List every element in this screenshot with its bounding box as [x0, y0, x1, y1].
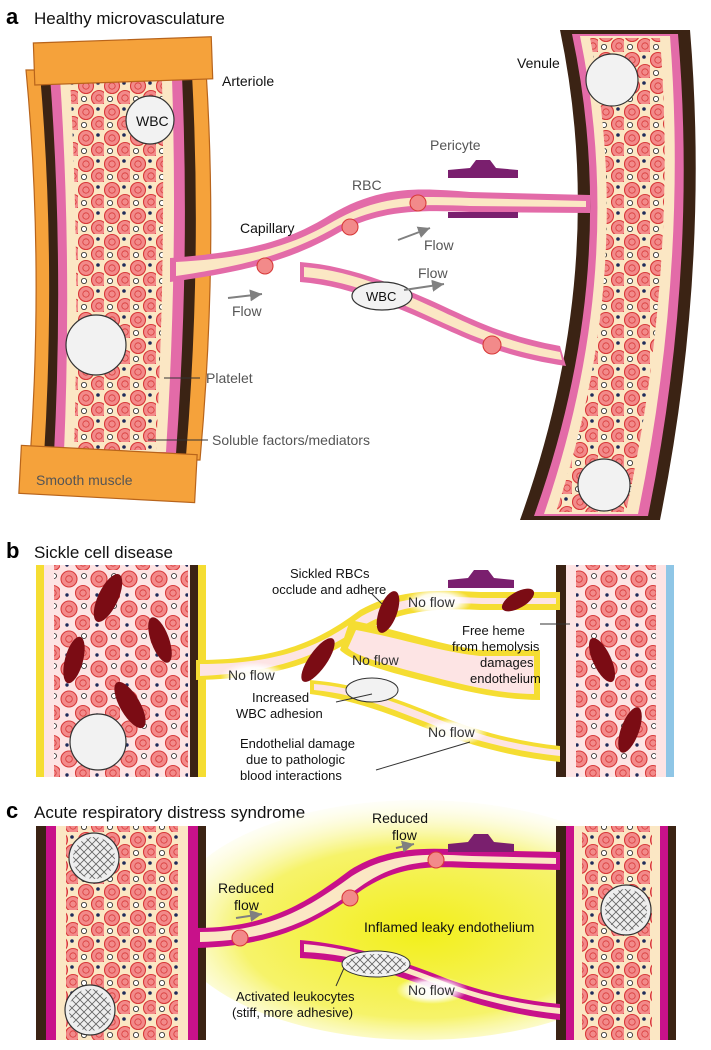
label-activated-leukocytes: Activated leukocytes — [236, 989, 355, 1004]
capillary-network — [170, 160, 590, 366]
label-wbc-adhesion: WBC adhesion — [236, 706, 323, 721]
label-no-flow-mid: No flow — [352, 652, 400, 668]
label-no-flow-top: No flow — [408, 594, 456, 610]
panel-a: a Healthy microvasculature — [6, 4, 696, 520]
label-venule: Venule — [517, 55, 560, 71]
label-reduced-left-flow: flow — [234, 897, 260, 913]
label-wbc-arteriole: WBC — [136, 113, 169, 129]
panel-b-title: Sickle cell disease — [34, 543, 173, 562]
panel-b: b Sickle cell disease — [6, 538, 674, 783]
wbc-cell — [351, 281, 413, 311]
label-blood-interactions: blood interactions — [240, 768, 342, 783]
wbc-cell — [577, 458, 631, 512]
panel-c-title: Acute respiratory distress syndrome — [34, 803, 305, 822]
label-wbc-capillary: WBC — [366, 289, 396, 304]
venule-vessel — [520, 30, 696, 520]
label-sickled-occlude: occlude and adhere — [272, 582, 386, 597]
label-smooth-muscle: Smooth muscle — [36, 472, 133, 488]
label-reduced-top-flow: flow — [392, 827, 418, 843]
arteriole-vessel — [18, 36, 214, 504]
ards-capillaries — [196, 834, 560, 1020]
panel-c: c Acute respiratory distress syndrome — [6, 798, 676, 1040]
label-no-flow-bottom: No flow — [428, 724, 476, 740]
label-free-heme-damages: damages — [480, 655, 534, 670]
label-platelet: Platelet — [206, 370, 253, 386]
sickle-capillaries — [196, 570, 560, 762]
label-flow-upper: Flow — [424, 237, 454, 253]
label-free-heme-hemolysis: from hemolysis — [452, 639, 540, 654]
label-rbc: RBC — [352, 177, 382, 193]
ards-left-vessel — [36, 826, 206, 1040]
label-flow-lower: Flow — [232, 303, 262, 319]
label-pericyte: Pericyte — [430, 137, 481, 153]
label-flow-mid: Flow — [418, 265, 448, 281]
pericyte-shape — [448, 160, 518, 178]
sickle-left-vessel — [36, 565, 206, 777]
label-stiff-adhesive: (stiff, more adhesive) — [232, 1005, 353, 1020]
wbc-cell — [65, 314, 127, 376]
label-sickled-rbcs: Sickled RBCs — [290, 566, 370, 581]
panel-b-letter: b — [6, 538, 19, 563]
label-free-heme-endothelium: endothelium — [470, 671, 541, 686]
label-inflamed-endothelium: Inflamed leaky endothelium — [364, 919, 534, 935]
label-no-flow-left: No flow — [228, 667, 276, 683]
label-arteriole: Arteriole — [222, 73, 274, 89]
label-no-flow-c: No flow — [408, 982, 456, 998]
label-increased: Increased — [252, 690, 309, 705]
label-reduced-left: Reduced — [218, 880, 274, 896]
panel-a-title: Healthy microvasculature — [34, 9, 225, 28]
ards-right-vessel — [556, 826, 676, 1040]
sickle-right-vessel — [556, 565, 674, 777]
wbc-cell — [585, 53, 639, 107]
label-free-heme: Free heme — [462, 623, 525, 638]
flow-arrows — [227, 226, 445, 302]
label-due-to-pathologic: due to pathologic — [246, 752, 346, 767]
panel-a-letter: a — [6, 4, 19, 29]
label-endothelial-damage: Endothelial damage — [240, 736, 355, 751]
wbc-cell — [125, 95, 175, 145]
panel-c-letter: c — [6, 798, 18, 823]
label-soluble-factors: Soluble factors/mediators — [212, 432, 370, 448]
label-capillary: Capillary — [240, 220, 294, 236]
label-reduced-top: Reduced — [372, 810, 428, 826]
